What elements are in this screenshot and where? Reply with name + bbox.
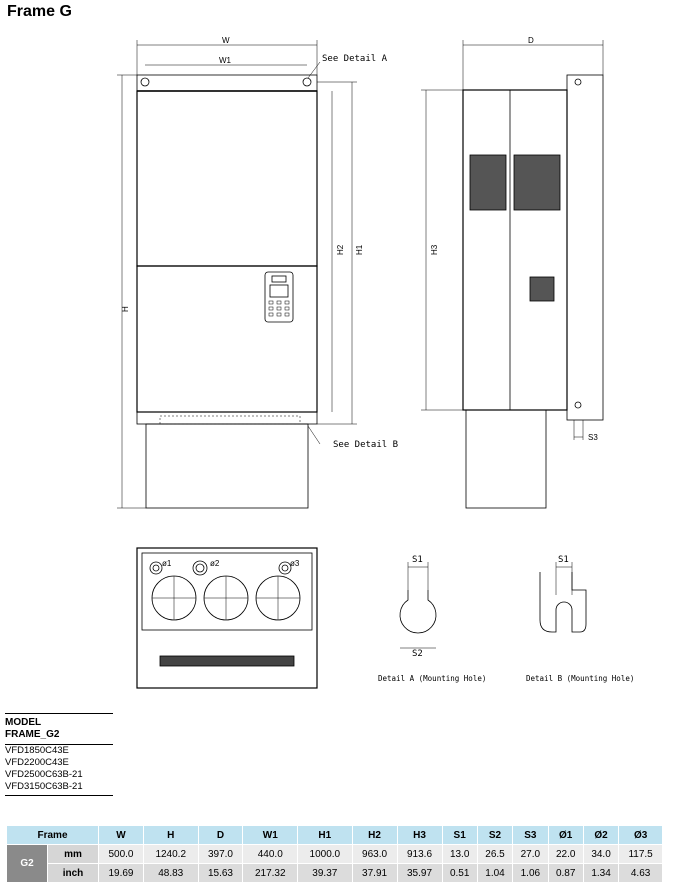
- value-cell: 0.87: [548, 863, 584, 882]
- frame-g-drawing: W W1 See Detail A See Detail B: [117, 36, 634, 689]
- model-item: VFD2200C43E: [5, 757, 69, 768]
- col-header: Ø2: [583, 826, 620, 845]
- label-phi3: ø3: [290, 559, 300, 568]
- detail-a-caption: Detail A (Mounting Hole): [378, 674, 486, 683]
- label-d: D: [528, 36, 534, 45]
- model-list: MODEL FRAME_G2 VFD1850C43E VFD2200C43E V…: [5, 713, 113, 796]
- table-header-row: Frame W H D W1 H1 H2 H3 S1 S2 S3 Ø1 Ø2 Ø…: [7, 826, 663, 845]
- value-cell: 440.0: [242, 844, 299, 864]
- label-h: H: [121, 306, 130, 312]
- col-header: Frame: [7, 826, 99, 845]
- value-cell: 27.0: [512, 844, 549, 864]
- value-cell: 35.97: [397, 863, 443, 882]
- value-cell: 963.0: [352, 844, 398, 864]
- dimension-table: Frame W H D W1 H1 H2 H3 S1 S2 S3 Ø1 Ø2 Ø…: [7, 826, 663, 882]
- value-cell: 0.51: [442, 863, 478, 882]
- col-header: Ø1: [548, 826, 584, 845]
- unit-cell: mm: [47, 844, 99, 864]
- table-row: G2 mm 500.0 1240.2 397.0 440.0 1000.0 96…: [7, 844, 663, 882]
- value-cell: 1240.2: [143, 844, 199, 864]
- label-s2: S2: [412, 649, 423, 659]
- label-s1-b: S1: [558, 555, 569, 565]
- see-detail-b-label: See Detail B: [333, 440, 398, 450]
- value-cell: 397.0: [198, 844, 244, 864]
- value-cell: 4.63: [618, 863, 663, 882]
- col-header: H1: [297, 826, 353, 845]
- side-view: D H3 S3: [421, 36, 604, 509]
- label-s3: S3: [588, 433, 598, 442]
- col-header: W: [98, 826, 144, 845]
- value-cell: 117.5: [618, 844, 663, 864]
- col-header: H: [143, 826, 199, 845]
- col-header: D: [198, 826, 244, 845]
- table-row: inch 19.69 48.83 15.63 217.32 39.37 37.9…: [7, 863, 663, 882]
- detail-b-caption: Detail B (Mounting Hole): [526, 674, 634, 683]
- value-cell: 39.37: [297, 863, 353, 882]
- see-detail-a-label: See Detail A: [322, 54, 388, 64]
- frame-cell: G2: [7, 844, 48, 882]
- col-header: H2: [352, 826, 398, 845]
- value-cell: 217.32: [242, 863, 299, 882]
- value-cell: 13.0: [442, 844, 478, 864]
- col-header: S2: [477, 826, 514, 845]
- col-header: Ø3: [618, 826, 663, 845]
- label-s1-a: S1: [412, 555, 423, 565]
- label-phi2: ø2: [210, 559, 220, 568]
- value-cell: 1000.0: [297, 844, 353, 864]
- value-cell: 37.91: [352, 863, 398, 882]
- label-phi1: ø1: [162, 559, 172, 568]
- label-h1: H1: [355, 244, 364, 255]
- label-h2: H2: [336, 244, 345, 255]
- value-cell: 1.04: [477, 863, 514, 882]
- detail-b: S1 Detail B (Mounting Hole): [526, 555, 634, 683]
- model-item: VFD3150C63B-21: [5, 781, 83, 792]
- model-header: MODEL FRAME_G2: [5, 713, 113, 745]
- col-header: H3: [397, 826, 443, 845]
- model-item: VFD2500C63B-21: [5, 769, 83, 780]
- bottom-view: ø1 ø2 ø3: [136, 547, 318, 689]
- value-cell: 15.63: [198, 863, 244, 882]
- value-cell: 19.69: [98, 863, 144, 882]
- value-cell: 34.0: [583, 844, 620, 864]
- value-cell: 22.0: [548, 844, 584, 864]
- label-h3: H3: [430, 244, 439, 255]
- value-cell: 1.34: [583, 863, 620, 882]
- value-cell: 48.83: [143, 863, 199, 882]
- col-header: S3: [512, 826, 549, 845]
- col-header: S1: [442, 826, 478, 845]
- label-w1: W1: [219, 56, 232, 65]
- value-cell: 500.0: [98, 844, 144, 864]
- front-view: W W1 See Detail A See Detail B: [117, 36, 398, 509]
- value-cell: 1.06: [512, 863, 549, 882]
- label-w: W: [222, 36, 230, 45]
- model-item: VFD1850C43E: [5, 745, 69, 756]
- unit-cell: inch: [47, 863, 99, 882]
- value-cell: 913.6: [397, 844, 443, 864]
- value-cell: 26.5: [477, 844, 514, 864]
- page-title: Frame G: [7, 3, 72, 20]
- col-header: W1: [242, 826, 299, 845]
- detail-a: S1 S2 Detail A (Mounting Hole): [378, 555, 486, 683]
